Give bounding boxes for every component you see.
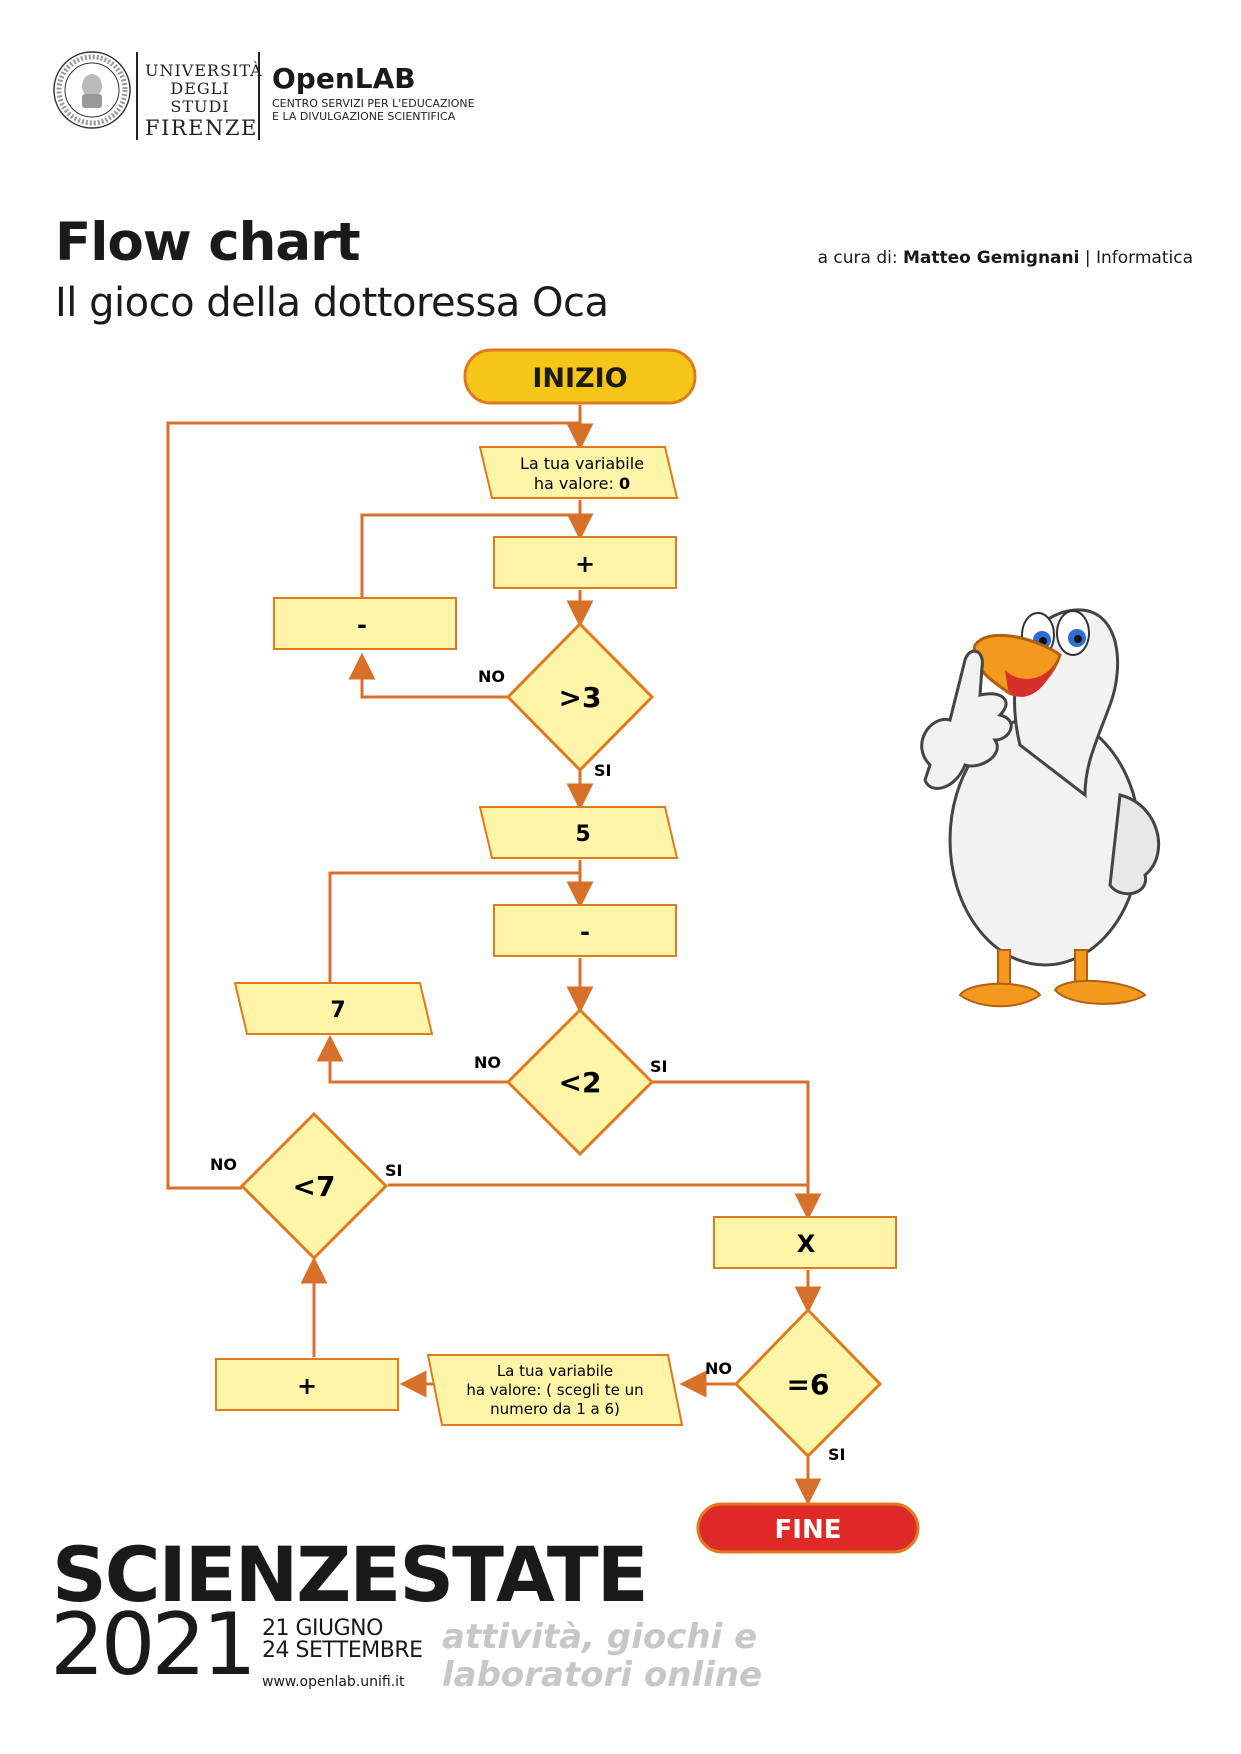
edge-lt2-si [652, 1080, 822, 1221]
start-label: INIZIO [532, 363, 627, 394]
gt3-label: >3 [559, 681, 602, 714]
university-name: UNIVERSITÀ DEGLI STUDI FIRENZE [145, 61, 263, 141]
tagline-line-2: laboratori online [442, 1655, 763, 1695]
input2-line2: ha valore: ( scegli te un [466, 1381, 643, 1399]
credit-line: a cura di: Matteo Gemignani | Informatic… [818, 248, 1193, 268]
decision-lt2 [505, 1007, 655, 1157]
university-seal-logo [53, 51, 131, 129]
start-node [463, 348, 697, 405]
header-divider-2 [258, 52, 260, 140]
credit-field: Informatica [1096, 248, 1193, 268]
university-line-1: UNIVERSITÀ [145, 61, 263, 80]
eq6-si-label: SI [828, 1445, 845, 1464]
lt2-no-label: NO [474, 1053, 501, 1072]
gt3-si-label: SI [594, 761, 611, 780]
input2-line1: La tua variabile [497, 1362, 613, 1380]
credit-prefix: a cura di: [817, 248, 898, 268]
university-line-2: DEGLI STUDI [170, 79, 230, 116]
event-year: 2021 [50, 1595, 257, 1695]
openlab-subtitle-2: E LA DIVULGAZIONE SCIENTIFICA [272, 110, 456, 123]
input1-line1: La tua variabile [520, 454, 644, 473]
value-node-7 [233, 982, 434, 1035]
edge-lt2-no [316, 1034, 508, 1084]
minus-node-2 [493, 904, 677, 957]
credit-separator: | [1084, 248, 1091, 268]
input2-line3: numero da 1 a 6) [490, 1400, 620, 1418]
multiply-node [713, 1216, 897, 1269]
plus1-label: + [575, 550, 595, 578]
event-date-end: 24 SETTEMBRE [262, 1638, 423, 1663]
minus1-label: - [357, 611, 367, 639]
decision-lt7 [239, 1111, 389, 1261]
event-date-start: 21 GIUGNO [262, 1616, 383, 1641]
value-node-5 [478, 806, 679, 859]
val7-label: 7 [330, 998, 345, 1023]
plus-node-1 [493, 536, 677, 589]
openlab-subtitle-1: CENTRO SERVIZI PER L'EDUCAZIONE [272, 97, 475, 110]
input-node-1 [478, 446, 679, 499]
openlab-logo: OpenLAB CENTRO SERVIZI PER L'EDUCAZIONE … [272, 62, 475, 123]
minus2-label: - [580, 918, 590, 946]
tagline-line-1: attività, giochi e [442, 1617, 758, 1657]
val5-label: 5 [575, 822, 590, 847]
event-dates: 21 GIUGNO 24 SETTEMBRE [262, 1618, 423, 1662]
eq6-no-label: NO [705, 1359, 732, 1378]
credit-author: Matteo Gemignani [902, 248, 1080, 268]
page-title: Flow chart [55, 212, 361, 273]
input-node-2 [426, 1354, 684, 1426]
plus2-label: + [297, 1372, 317, 1400]
minus-node-1 [273, 597, 457, 650]
end-node [696, 1502, 920, 1554]
end-label: FINE [775, 1515, 842, 1545]
lt2-si-label: SI [650, 1057, 667, 1076]
university-line-3: FIRENZE [145, 116, 258, 140]
lt7-si-label: SI [385, 1161, 402, 1180]
eq6-label: =6 [787, 1368, 830, 1401]
event-name: SCIENZESTATE [52, 1530, 649, 1619]
edge-7-loop [328, 871, 580, 985]
decision-gt3 [505, 621, 655, 773]
decision-eq6 [733, 1307, 883, 1459]
edge-lt7-no-loop [166, 421, 580, 1190]
lt7-no-label: NO [210, 1155, 237, 1174]
event-tagline: attività, giochi e laboratori online [442, 1618, 762, 1694]
plus-node-2 [215, 1358, 399, 1411]
goose-mascot-illustration [920, 608, 1161, 1008]
lt2-label: <2 [559, 1066, 602, 1099]
page-subtitle: Il gioco della dottoressa Oca [55, 280, 609, 326]
input1-line2: ha valore: 0 [534, 474, 630, 493]
gt3-no-label: NO [478, 667, 505, 686]
event-url: www.openlab.unifi.it [262, 1674, 405, 1690]
header-divider-1 [136, 52, 138, 140]
edge-minus-loop [360, 513, 580, 600]
edge-gt3-no [348, 652, 508, 699]
lt7-label: <7 [293, 1170, 336, 1203]
multiply-label: X [797, 1230, 816, 1258]
openlab-title: OpenLAB [272, 62, 416, 95]
